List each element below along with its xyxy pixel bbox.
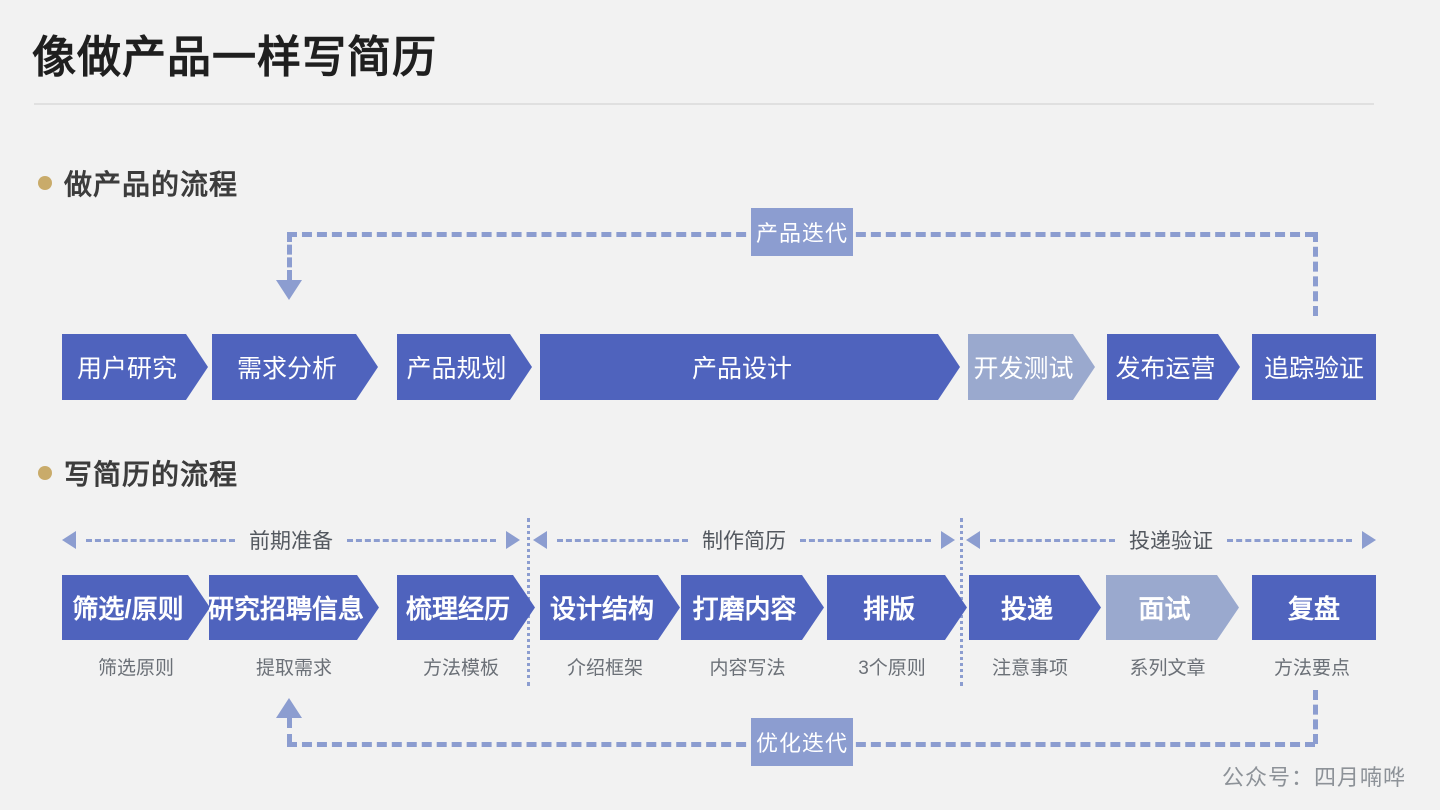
section-header-resume: 写简历的流程 xyxy=(38,453,238,493)
product-step-2-label: 产品规划 xyxy=(406,355,507,383)
resume-step-7-label: 面试 xyxy=(1138,594,1191,624)
resume-step-1[interactable]: 研究招聘信息 xyxy=(209,575,379,640)
product-step-5-label: 发布运营 xyxy=(1115,355,1216,383)
resume-step-6-label: 投递 xyxy=(1000,594,1053,624)
product-step-6-label: 追踪验证 xyxy=(1263,355,1364,383)
resume-step-5-label: 排版 xyxy=(862,594,915,624)
resume-step-0-label: 筛选/原则 xyxy=(72,594,184,624)
phase-dash-right xyxy=(800,538,931,542)
phase-arrow-right-icon xyxy=(1362,531,1376,549)
resume-step-3-label: 设计结构 xyxy=(549,594,654,624)
title-divider xyxy=(34,103,1374,105)
resume-loop-label: 优化迭代 xyxy=(751,718,853,766)
resume-step-8[interactable]: 复盘 xyxy=(1252,575,1376,640)
phase-dash-left xyxy=(86,538,235,542)
product-step-4-label: 开发测试 xyxy=(973,355,1074,383)
resume-caption-3: 介绍框架 xyxy=(566,657,643,679)
phase-dash-left xyxy=(557,538,688,542)
resume-step-0[interactable]: 筛选/原则 xyxy=(62,575,210,640)
phase-arrow-right-icon xyxy=(941,531,955,549)
phase-arrow-right-icon xyxy=(506,531,520,549)
resume-caption-6: 注意事项 xyxy=(991,657,1068,679)
phase-label-0: 前期准备 xyxy=(249,530,333,553)
resume-step-8-label: 复盘 xyxy=(1287,594,1340,624)
resume-step-6[interactable]: 投递 xyxy=(969,575,1101,640)
product-step-1-label: 需求分析 xyxy=(236,355,337,383)
product-step-4[interactable]: 开发测试 xyxy=(968,334,1095,400)
page-title: 像做产品一样写简历 xyxy=(32,33,437,82)
bullet-dot-icon xyxy=(38,466,52,480)
resume-step-3[interactable]: 设计结构 xyxy=(540,575,680,640)
resume-step-2[interactable]: 梳理经历 xyxy=(397,575,535,640)
product-step-3-label: 产品设计 xyxy=(691,355,792,383)
resume-caption-1: 提取需求 xyxy=(255,657,332,679)
resume-step-5[interactable]: 排版 xyxy=(827,575,967,640)
resume-loop-right-line xyxy=(1313,690,1318,744)
resume-loop-left-line xyxy=(287,718,292,744)
resume-step-1-label: 研究招聘信息 xyxy=(208,594,365,624)
phase-arrow-left-icon xyxy=(533,531,547,549)
phase-arrow-left-icon xyxy=(966,531,980,549)
resume-caption-8: 方法要点 xyxy=(1273,657,1350,679)
product-step-6[interactable]: 追踪验证 xyxy=(1252,334,1376,400)
resume-step-4[interactable]: 打磨内容 xyxy=(681,575,824,640)
product-loop-arrow-down-icon xyxy=(276,280,302,300)
resume-loop-arrow-up-icon xyxy=(276,698,302,718)
phase-arrow-left-icon xyxy=(62,531,76,549)
product-step-5[interactable]: 发布运营 xyxy=(1107,334,1240,400)
product-step-0[interactable]: 用户研究 xyxy=(62,334,208,400)
product-step-3[interactable]: 产品设计 xyxy=(540,334,960,400)
resume-caption-7: 系列文章 xyxy=(1129,657,1206,679)
resume-step-2-label: 梳理经历 xyxy=(405,594,510,624)
resume-caption-0: 筛选原则 xyxy=(97,657,174,679)
product-step-0-label: 用户研究 xyxy=(76,355,177,383)
phase-dash-right xyxy=(1227,538,1352,542)
footer-credit: 公众号：四月喃哗 xyxy=(1221,765,1406,790)
resume-caption-5: 3个原则 xyxy=(858,657,926,679)
product-loop-label: 产品迭代 xyxy=(751,208,853,256)
product-loop-right-line xyxy=(1313,232,1318,316)
resume-step-7[interactable]: 面试 xyxy=(1106,575,1239,640)
resume-caption-2: 方法模板 xyxy=(422,657,499,679)
phase-band-1: 制作简历 xyxy=(533,526,955,554)
section-header-product: 做产品的流程 xyxy=(38,163,238,203)
phase-label-1: 制作简历 xyxy=(702,530,786,553)
bullet-dot-icon xyxy=(38,176,52,190)
product-loop-left-line xyxy=(287,232,292,280)
section-label-resume: 写简历的流程 xyxy=(64,459,239,490)
product-step-2[interactable]: 产品规划 xyxy=(397,334,532,400)
product-step-1[interactable]: 需求分析 xyxy=(212,334,378,400)
phase-band-2: 投递验证 xyxy=(966,526,1376,554)
phase-dash-left xyxy=(990,538,1115,542)
section-label-product: 做产品的流程 xyxy=(64,169,239,200)
resume-caption-4: 内容写法 xyxy=(709,657,786,679)
phase-dash-right xyxy=(347,538,496,542)
phase-band-0: 前期准备 xyxy=(62,526,520,554)
resume-step-4-label: 打磨内容 xyxy=(692,594,797,624)
phase-label-2: 投递验证 xyxy=(1129,530,1213,553)
